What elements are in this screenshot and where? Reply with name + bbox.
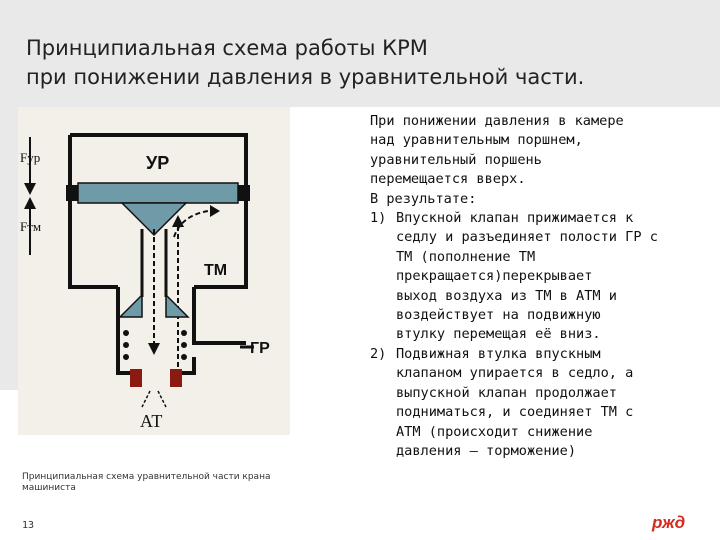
- item-line: ТМ (пополнение ТМ: [396, 248, 536, 265]
- result-item-2: 2) Подвижная втулка впускным клапаном уп…: [370, 345, 700, 461]
- item-line: седлу и разъединяет полости ГР с: [396, 229, 658, 246]
- page-title: Принципиальная схема работы КРМ при пони…: [26, 34, 706, 92]
- rzd-logo-icon: ржд: [651, 513, 685, 532]
- middle-chamber-wall: [68, 235, 248, 289]
- result-item-1: 1) Впускной клапан прижимается к седлу и…: [370, 209, 700, 345]
- label-at: АТ: [140, 411, 162, 431]
- piston-guide-left: [66, 185, 78, 201]
- force-ftm-arrow: [24, 197, 36, 255]
- title-bar: [0, 0, 720, 107]
- item-line: АТМ (происходит снижение: [396, 423, 593, 440]
- caption-line-2: машиниста: [22, 483, 76, 493]
- item-line: подниматься, и соединяет ТМ с: [396, 404, 634, 421]
- intro-line: над уравнительным поршнем,: [370, 132, 583, 149]
- label-f-ur: Fур: [20, 150, 40, 165]
- label-gr: ГР: [250, 340, 270, 357]
- hollow-stem: [140, 215, 184, 367]
- item-line: Подвижная втулка впускным: [396, 345, 601, 362]
- valve-right: [165, 293, 190, 318]
- spring-left: [123, 330, 129, 360]
- label-ur: УР: [146, 153, 169, 173]
- left-accent-strip: [0, 107, 18, 390]
- seal-right: [170, 369, 182, 387]
- spring-right: [181, 330, 187, 360]
- krm-diagram: Fур Fтм УР ТМ: [18, 107, 290, 435]
- result-list: 1) Впускной клапан прижимается к седлу и…: [370, 209, 700, 461]
- label-tm: ТМ: [204, 262, 227, 279]
- upper-chamber-wall: [68, 133, 248, 235]
- intro-line: При понижении давления в камере: [370, 113, 624, 129]
- explanation-text: При понижении давления в камере над урав…: [370, 112, 700, 461]
- seal-left: [130, 369, 142, 387]
- equalizing-piston: [77, 182, 239, 204]
- item-line: давления – торможение): [396, 442, 577, 459]
- page-number: 13: [22, 520, 35, 531]
- item-line: выпускной клапан продолжает: [396, 384, 617, 401]
- lower-chamber-wall: [116, 287, 246, 375]
- caption-line-1: Принципиальная схема уравнительной части…: [22, 472, 271, 482]
- item-number: 1): [370, 210, 387, 227]
- intro-line: уравнительный поршень: [370, 151, 542, 168]
- item-line: клапаном упирается в седло, а: [396, 365, 634, 382]
- label-f-tm: Fтм: [20, 219, 41, 234]
- piston-cone: [120, 202, 188, 237]
- svg-text:ржд: ржд: [651, 513, 685, 532]
- item-line: выход воздуха из ТМ в АТМ и: [396, 287, 617, 304]
- valve-left: [118, 293, 143, 318]
- intro-line: перемещается вверх.: [370, 171, 526, 188]
- item-line: втулку перемещая её вниз.: [396, 326, 601, 343]
- item-number: 2): [370, 345, 387, 362]
- force-fur-arrow: [24, 137, 36, 195]
- diagram-caption: Принципиальная схема уравнительной части…: [22, 472, 302, 494]
- item-line: прекращается)перекрывает: [396, 268, 593, 285]
- title-line-2: при понижении давления в уравнительной ч…: [26, 65, 585, 89]
- result-heading: В результате:: [370, 190, 477, 207]
- item-text: Подвижная втулка впускным клапаном упира…: [396, 345, 700, 461]
- rzd-logo: ржд: [650, 511, 704, 533]
- krm-diagram-svg: Fур Fтм УР ТМ: [20, 133, 270, 431]
- item-text: Впускной клапан прижимается к седлу и ра…: [396, 209, 700, 345]
- exhaust-arrows: [141, 390, 167, 408]
- title-line-1: Принципиальная схема работы КРМ: [26, 36, 428, 60]
- item-line: воздействует на подвижную: [396, 307, 601, 324]
- piston-guide-right: [238, 185, 250, 201]
- air-flow-arrow-upper: [173, 210, 209, 238]
- item-line: Впускной клапан прижимается к: [396, 210, 634, 227]
